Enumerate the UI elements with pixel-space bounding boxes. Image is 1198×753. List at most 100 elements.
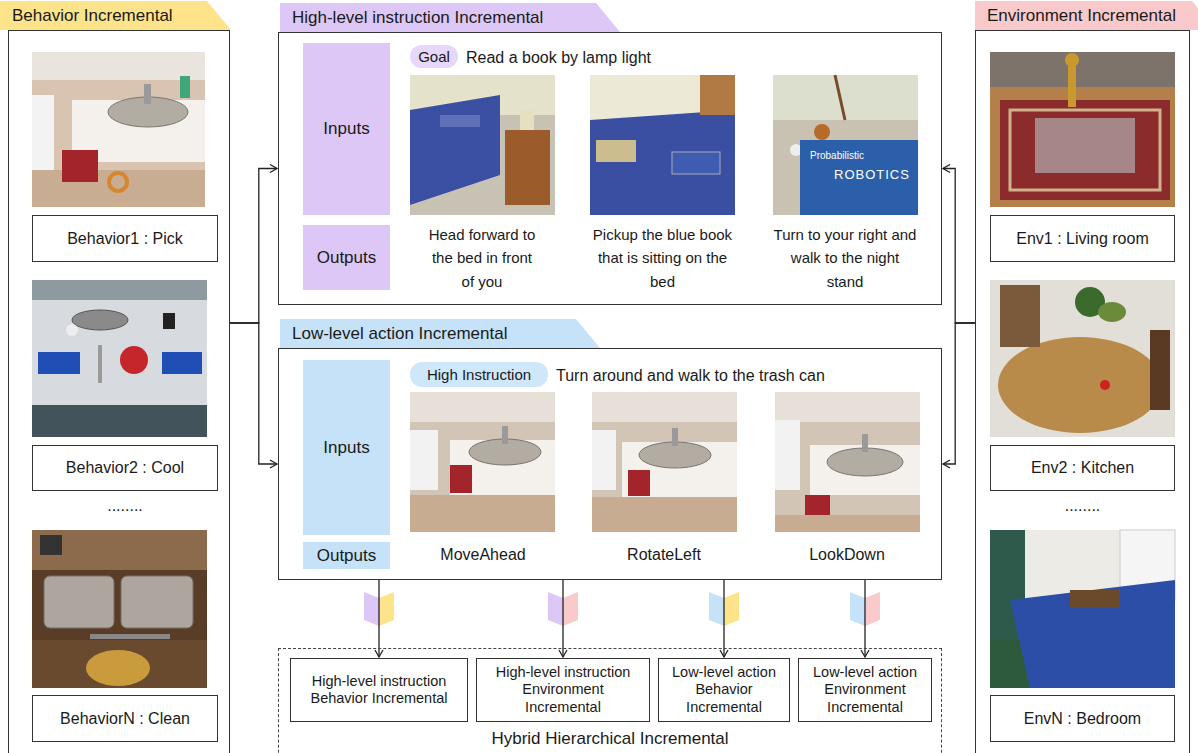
label-text: ........ (32, 494, 218, 519)
illustration-shape (1100, 380, 1110, 390)
node-label: BehaviorN : Clean (60, 709, 190, 728)
illustration-shape (32, 530, 207, 570)
bathroom-view-2 (592, 392, 737, 532)
illustration-shape (800, 140, 918, 215)
combo-flag (379, 592, 394, 626)
illustration-shape (32, 300, 207, 405)
illustration-shape (1150, 330, 1170, 410)
connector-arrow (723, 580, 724, 657)
illustration-shape (775, 392, 920, 422)
node-label: Outputs (317, 248, 377, 268)
node-label: Goal (418, 48, 450, 65)
illustration-shape (86, 650, 150, 686)
illustration-shape (440, 115, 480, 127)
illustration-shape (410, 392, 555, 532)
illustration-shape (144, 84, 151, 104)
connector-arrow (864, 580, 865, 657)
illustration-shape (1010, 110, 1160, 190)
illustration-shape (66, 324, 78, 336)
illustration-shape (32, 95, 54, 170)
bed-image (410, 75, 555, 215)
illustration-shape (590, 75, 735, 215)
illustration-shape (98, 345, 102, 383)
group-heading: Hybrid Hierarchical Incremental (279, 729, 941, 749)
illustration-shape (32, 52, 205, 207)
combo-flag (724, 592, 739, 626)
illustration-shape (44, 576, 114, 628)
tab-heading: Behavior Incremental (0, 1, 231, 30)
combo-flag (850, 592, 865, 626)
label-text: Turn to your right and walk to the night… (772, 223, 918, 293)
illustration-shape (862, 434, 868, 452)
bedroom-image (990, 530, 1175, 688)
illustration-shape (1035, 118, 1135, 173)
node-label: High-level instruction Environment Incre… (483, 664, 643, 716)
col-node: Outputs (303, 542, 390, 569)
combo-flag (865, 592, 880, 626)
label-text: Probabilistic (810, 150, 910, 161)
bed-book-image (590, 75, 735, 215)
illustration-shape (592, 497, 737, 532)
illustration-shape (990, 52, 1175, 87)
tab-heading: Environment Incremental (975, 1, 1198, 30)
illustration-shape (1070, 590, 1120, 608)
combo-flag (709, 592, 724, 626)
illustration-shape (835, 75, 845, 120)
bathroom-view-3 (775, 392, 920, 532)
illustration-shape (773, 75, 918, 215)
illustration-shape (410, 392, 555, 422)
node-label: Env2 : Kitchen (1031, 458, 1134, 477)
illustration-shape (1068, 62, 1076, 107)
box-node: High-level instruction Behavior Incremen… (290, 658, 468, 722)
connector-arrow (943, 169, 975, 324)
illustration-shape (1000, 285, 1040, 347)
illustration-shape (990, 280, 1175, 437)
illustration-shape (410, 95, 500, 205)
box-node: Env1 : Living room (990, 215, 1175, 262)
node-label: EnvN : Bedroom (1024, 709, 1141, 728)
label-text: Pickup the blue book that is sitting on … (585, 223, 740, 293)
combo-flag (563, 592, 578, 626)
illustration-shape (592, 430, 616, 490)
illustration-shape (505, 130, 550, 205)
pill-node: High Instruction (410, 362, 548, 387)
box-node: EnvN : Bedroom (990, 695, 1175, 742)
connector-arrow (230, 323, 277, 464)
node-label: Behavior2 : Cool (66, 458, 184, 477)
node-label: Low-level action Environment Incremental (805, 664, 925, 716)
illustration-shape (672, 152, 720, 174)
illustration-shape (1098, 302, 1126, 322)
node-label: High-level instruction Behavior Incremen… (297, 673, 461, 708)
illustration-shape (775, 420, 800, 490)
illustration-shape (592, 392, 737, 422)
tab-heading: Low-level action Incremental (280, 319, 600, 348)
label-text: ........ (990, 494, 1175, 519)
combo-flag (364, 592, 379, 626)
kitchen-image (990, 280, 1175, 437)
label-text: Head forward to the bed in front of you (426, 223, 538, 293)
illustration-shape (590, 110, 735, 215)
illustration-shape (990, 52, 1175, 207)
col-node: Outputs (303, 225, 390, 290)
illustration-shape (410, 75, 555, 215)
illustration-shape (109, 173, 127, 191)
label-text: Read a book by lamp light (466, 46, 651, 71)
illustration-shape (180, 76, 190, 98)
node-label: Outputs (317, 546, 377, 566)
pill-node: Goal (410, 45, 458, 68)
box-node: Behavior2 : Cool (32, 445, 218, 491)
illustration-shape (622, 442, 737, 497)
living-room-image (990, 52, 1175, 207)
illustration-shape (32, 405, 207, 437)
table-image (32, 280, 207, 437)
illustration-shape (72, 310, 128, 330)
illustration-shape (590, 75, 735, 120)
illustration-shape (410, 495, 555, 532)
illustration-shape (1010, 580, 1175, 688)
illustration-shape (810, 445, 920, 495)
node-label: High Instruction (427, 366, 531, 383)
node-label: Behavior1 : Pick (67, 229, 183, 248)
box-node: BehaviorN : Clean (32, 695, 218, 742)
col-node: Inputs (303, 360, 390, 535)
node-label: Inputs (323, 119, 369, 139)
